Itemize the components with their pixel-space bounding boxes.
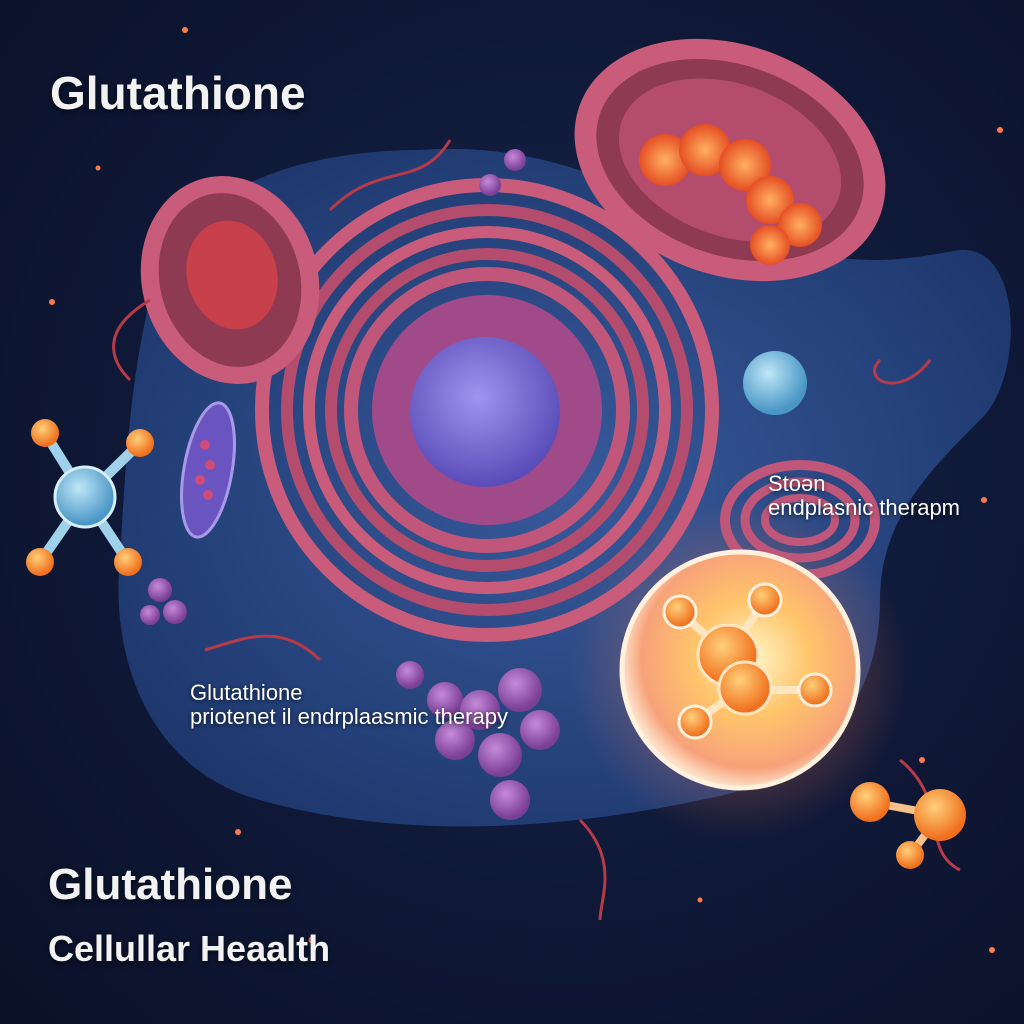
mitochondrion-left [140, 176, 320, 384]
bottom-title: Glutathione [48, 860, 293, 909]
glutathione-glow-sphere [619, 549, 861, 791]
orange-molecule-bottom-right [850, 782, 966, 869]
lysosome-capsule [180, 401, 236, 539]
right-label: Stoən endplasnic therapm [768, 472, 960, 520]
center-label: Glutathione priotenet il endrplaasmic th… [190, 681, 508, 729]
center-label-line2: priotenet il endrplaasmic therapy [190, 704, 508, 729]
filaments [112, 139, 961, 921]
blue-vesicle [743, 351, 807, 415]
bottom-subtitle: Cellullar Heaalth [48, 928, 331, 969]
right-label-line2: endplasnic therapm [768, 495, 961, 520]
nucleus [410, 337, 560, 487]
vesicle-cluster [140, 149, 560, 820]
top-title: Glutathione [50, 67, 306, 119]
center-label-line1: Glutathione [190, 680, 303, 705]
background-sparkles [49, 27, 1003, 953]
mitochondrion-right [574, 38, 886, 282]
blue-molecule-left [26, 419, 154, 576]
right-label-line1: Stoən [768, 471, 826, 496]
